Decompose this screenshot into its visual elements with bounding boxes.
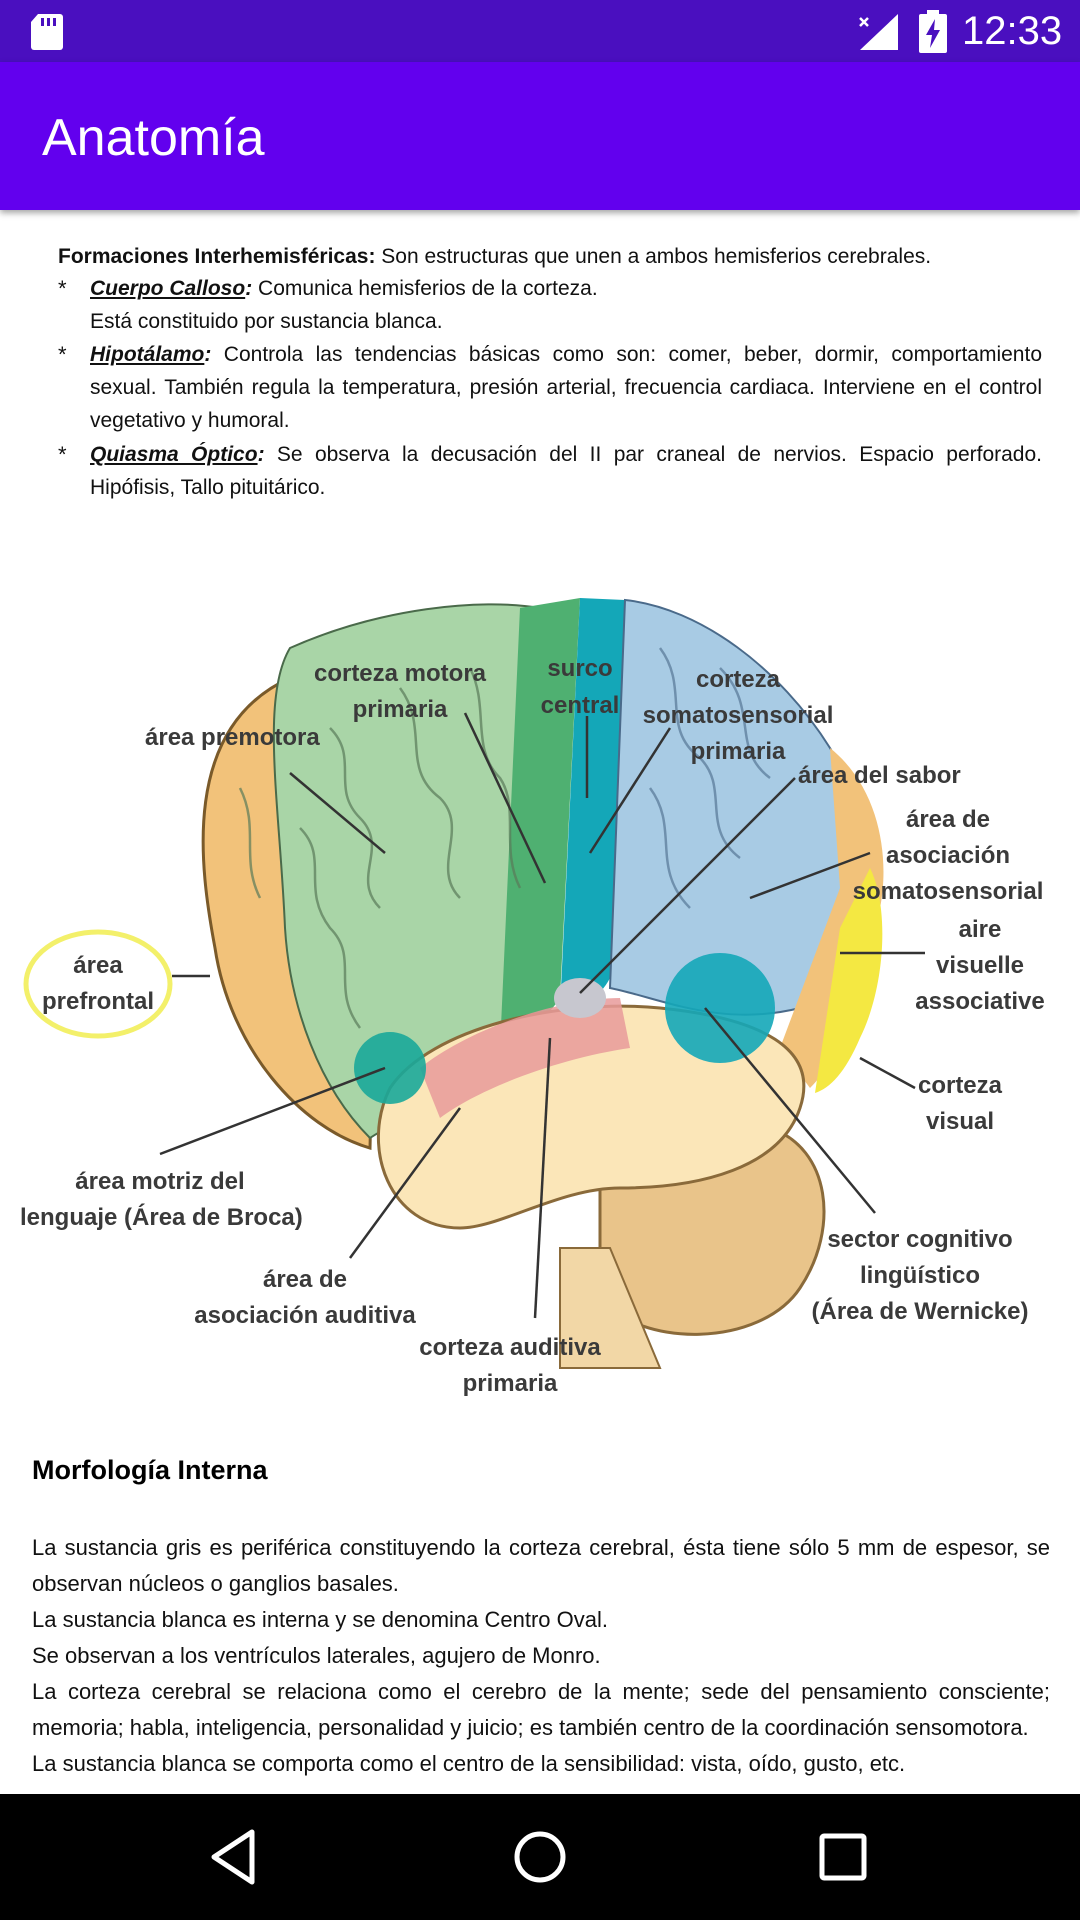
brain-stem-shape xyxy=(559,1247,662,1369)
note-text-line2: Está constituido por sustancia blanca. xyxy=(90,310,443,333)
note-text: Se observa la decusación del II par cran… xyxy=(90,443,1042,499)
label-visual-assoc-3: associative xyxy=(915,988,1045,1015)
label-broca-1: área motriz del xyxy=(75,1168,245,1195)
label-soma-2: somatosensorial xyxy=(642,702,834,729)
label-motor-2: primaria xyxy=(352,696,448,723)
back-icon[interactable] xyxy=(200,1822,270,1892)
status-bar: 12:33 xyxy=(0,0,1080,62)
brain-illustration xyxy=(23,598,925,1369)
morphology-text: La sustancia gris es periférica constitu… xyxy=(32,1530,1050,1782)
gyri-lines xyxy=(238,667,522,1029)
label-auditory-1: corteza auditiva xyxy=(419,1334,601,1361)
leader-lines xyxy=(159,712,925,1319)
bullet-marker: * xyxy=(58,442,67,467)
label-wernicke-2: lingüístico xyxy=(860,1262,980,1289)
broca-area-shape xyxy=(354,1032,426,1104)
label-visual-assoc-2: visuelle xyxy=(935,952,1025,979)
premotor-area-shape xyxy=(272,603,542,1140)
label-assoc-3: somatosensorial xyxy=(852,878,1044,905)
sd-card-icon xyxy=(31,14,63,50)
intro-line: Formaciones Interhemisféricas: Son estru… xyxy=(58,240,931,273)
label-prefrontal-1: área xyxy=(73,952,123,979)
intro-text: Son estructuras que unen a ambos hemisfe… xyxy=(375,245,932,268)
status-clock: 12:33 xyxy=(962,9,1063,53)
note-colon: : xyxy=(257,443,265,466)
label-auditory-assoc-2: asociación auditiva xyxy=(194,1302,416,1329)
label-broca-2: lenguaje (Área de Broca) xyxy=(20,1204,303,1231)
note-item-quiasma-optico: Quiasma Óptico: Se observa la decusación… xyxy=(90,438,1042,504)
label-wernicke-3: (Área de Wernicke) xyxy=(811,1298,1029,1325)
wernicke-area-shape xyxy=(665,953,775,1063)
note-text: Comunica hemisferios de la corteza. xyxy=(252,277,598,300)
label-motor-1: corteza motora xyxy=(313,660,487,687)
note-text: Controla las tendencias básicas como son… xyxy=(90,343,1042,432)
battery-charging-icon xyxy=(919,10,947,53)
label-soma-3: primaria xyxy=(690,738,786,765)
app-bar: Anatomía xyxy=(0,62,1080,210)
label-prefrontal-2: prefrontal xyxy=(41,988,154,1015)
home-icon[interactable] xyxy=(505,1822,575,1892)
label-sulcus-1: surco xyxy=(547,655,613,682)
label-visual-assoc-1: aire xyxy=(958,916,1002,943)
app-title: Anatomía xyxy=(42,109,265,167)
intro-term: Formaciones Interhemisféricas: xyxy=(58,245,376,268)
note-term: Hipotálamo xyxy=(90,343,205,366)
label-visual-1: corteza xyxy=(917,1072,1003,1099)
note-colon: : xyxy=(245,277,253,300)
label-wernicke-1: sector cognitivo xyxy=(827,1226,1013,1253)
morphology-title: Morfología Interna xyxy=(32,1455,268,1485)
note-term: Quiasma Óptico xyxy=(90,443,258,466)
label-assoc-1: área de xyxy=(905,806,991,833)
auditory-band-shape xyxy=(420,998,630,1118)
label-taste: área del sabor xyxy=(798,762,961,789)
label-sulcus-2: central xyxy=(540,692,620,719)
morphology-paragraph: La sustancia blanca es interna y se deno… xyxy=(32,1607,608,1632)
label-premotor: área premotora xyxy=(145,724,320,751)
occipital-orange-shape xyxy=(780,748,884,1088)
morphology-paragraph: La sustancia gris es periférica constitu… xyxy=(32,1535,1050,1596)
note-colon: : xyxy=(204,343,212,366)
prefrontal-highlight-ring xyxy=(23,929,173,1039)
motor-cortex-shape xyxy=(500,598,580,1048)
morphology-paragraph: La corteza cerebral se relaciona como el… xyxy=(32,1679,1050,1740)
visual-cortex-shape xyxy=(815,868,883,1093)
taste-area-shape xyxy=(554,978,606,1018)
bullet-marker: * xyxy=(58,276,67,301)
label-auditory-2: primaria xyxy=(462,1370,558,1397)
note-term: Cuerpo Calloso xyxy=(90,277,246,300)
morphology-paragraph: Se observan a los ventrículos laterales,… xyxy=(32,1643,601,1668)
brain-diagram: área premotora corteza motora primaria s… xyxy=(0,528,1080,1448)
signal-icon xyxy=(859,14,898,50)
note-item-cuerpo-calloso: Cuerpo Calloso: Comunica hemisferios de … xyxy=(90,272,1042,338)
note-item-hipotalamo: Hipotálamo: Controla las tendencias bási… xyxy=(90,338,1042,437)
bullet-marker: * xyxy=(58,342,67,367)
morphology-paragraph: La sustancia blanca se comporta como el … xyxy=(32,1751,906,1776)
central-sulcus-shape xyxy=(560,598,625,1008)
recents-icon[interactable] xyxy=(808,1822,878,1892)
navigation-bar xyxy=(0,1794,1080,1920)
content-scroll-area[interactable]: Formaciones Interhemisféricas: Son estru… xyxy=(0,210,1080,1794)
label-assoc-2: asociación xyxy=(885,842,1011,869)
label-soma-1: corteza xyxy=(695,666,781,693)
label-visual-2: visual xyxy=(925,1108,995,1135)
label-auditory-assoc-1: área de xyxy=(262,1266,348,1293)
